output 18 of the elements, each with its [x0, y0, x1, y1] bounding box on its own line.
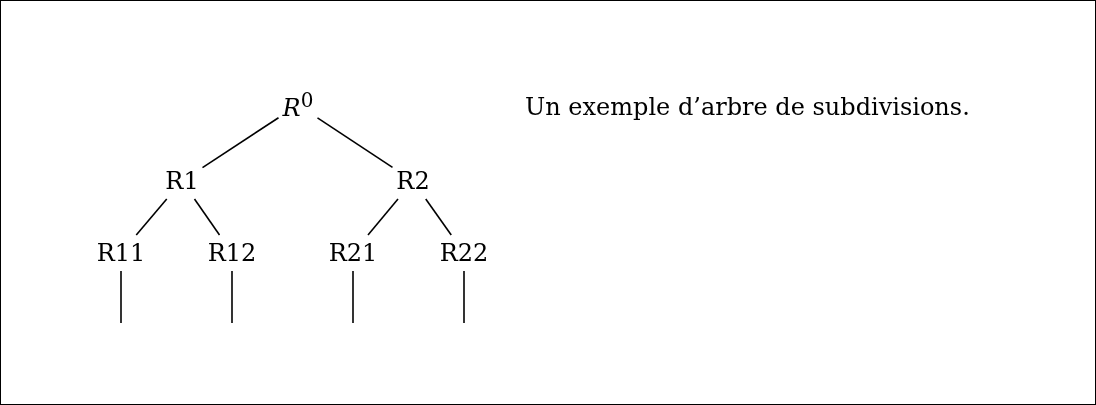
tree-branch-line: [424, 198, 453, 236]
node-label: R$^{0}$: [278, 84, 318, 126]
tree-branch-line: [135, 198, 168, 236]
tree-branch-line: [316, 117, 394, 169]
node-label: R12: [203, 235, 261, 271]
tree-branch-line: [201, 117, 280, 169]
node-label: R21: [324, 235, 382, 271]
tree-branch-line: [463, 270, 465, 324]
tree-branch-line: [231, 270, 233, 324]
node-label: R1: [161, 163, 203, 199]
tree-branch-line: [120, 270, 122, 324]
tree-branch-line: [352, 270, 354, 324]
caption-text: Un exemple d’arbre de subdivisions.: [525, 93, 970, 121]
tree-branch-line: [193, 198, 221, 236]
node-label: R22: [435, 235, 493, 271]
node-label: R2: [392, 163, 434, 199]
node-label: R11: [92, 235, 150, 271]
tree-branch-line: [367, 198, 399, 236]
